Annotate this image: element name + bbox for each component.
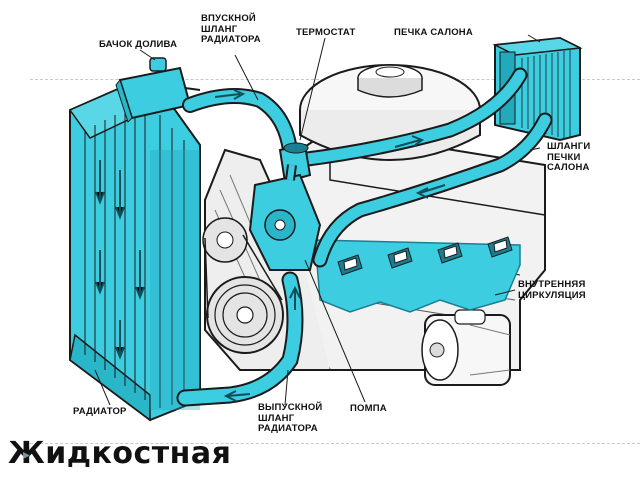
- pump-housing: [248, 164, 322, 271]
- heater-hose-upper: [292, 67, 528, 168]
- air-filter: [299, 64, 481, 161]
- label-heater-hoses: ШЛАНГИ ПЕЧКИ САЛОНА: [547, 141, 591, 173]
- label-internal-circulation: ВНУТРЕННЯЯ ЦИРКУЛЯЦИЯ: [518, 279, 586, 301]
- bottom-divider: [30, 443, 640, 444]
- inlet-hose: [182, 88, 298, 158]
- label-cabin-heater: ПЕЧКА САЛОНА: [394, 27, 473, 38]
- slide-caption: Жидкостная: [8, 436, 232, 471]
- triangle-bullet-icon: [23, 452, 30, 459]
- label-radiator: РАДИАТОР: [73, 406, 127, 417]
- belt-pulleys: [202, 217, 284, 354]
- label-outlet-hose: ВЫПУСКНОЙ ШЛАНГ РАДИАТОРА: [258, 402, 323, 434]
- label-inlet-hose: ВПУСКНОЙ ШЛАНГ РАДИАТОРА: [201, 13, 261, 45]
- internal-coolant-jacket: [314, 236, 521, 313]
- radiator: [68, 73, 201, 422]
- expansion-tank: [115, 57, 201, 123]
- label-thermostat: ТЕРМОСТАТ: [296, 27, 356, 38]
- outlet-hose: [176, 271, 304, 407]
- label-pump: ПОМПА: [350, 403, 387, 414]
- label-expansion-tank: БАЧОК ДОЛИВА: [99, 39, 178, 50]
- starter-motor: [421, 309, 511, 386]
- leader-lines: [94, 34, 541, 406]
- heater-hose-lower: [312, 112, 553, 268]
